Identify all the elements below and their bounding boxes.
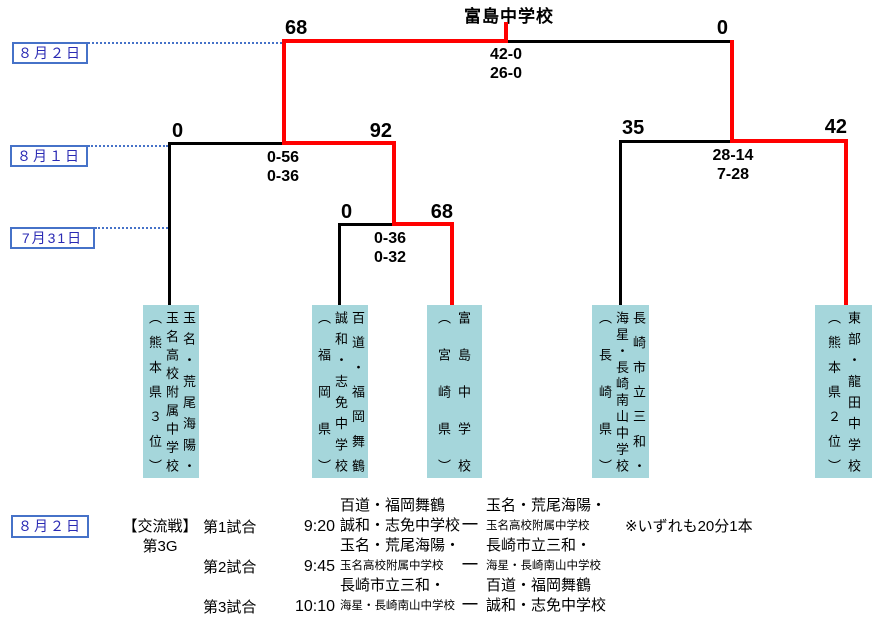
quarterfinal-line-a — [338, 223, 394, 226]
exchange-ground-label: 第3G — [142, 538, 178, 555]
team-name-line: 玉名・荒尾海陽・ — [181, 311, 196, 472]
team4-connector-line — [619, 140, 622, 307]
team-box-tamana-arao: 玉名・荒尾海陽・ 玉名高校附属中学校 （熊本県３位） — [143, 305, 199, 478]
team-box-tomishima: 富島中学校 （宮崎県） — [427, 305, 482, 478]
match3-time: 10:10 — [294, 598, 335, 615]
final-left-score: 68 — [285, 17, 308, 39]
team-region-line: （熊本県３位） — [147, 311, 162, 472]
match3-team-b: 百道・福岡舞鶴 誠和・志免中学校 — [486, 577, 607, 614]
match3-team-a: 長崎市立三和・ 海星・長崎南山中学校 — [340, 577, 455, 612]
team-region-line: （長崎県） — [597, 311, 612, 472]
match1-name: 第1試合 — [203, 519, 257, 536]
team-name-line: 玉名高校附属中学校 — [164, 311, 179, 472]
date-leader-semifinal — [88, 145, 168, 147]
match2-vs-dash: ― — [462, 555, 478, 572]
team-region-line: （福岡県） — [316, 311, 331, 472]
semifinal-left-line-b — [282, 141, 396, 145]
semifinal-right-line-a — [619, 140, 732, 143]
team-name-line: 百道・福岡舞鶴 — [350, 311, 365, 472]
team-name-line: 長崎市立三和・ — [631, 311, 646, 472]
champion-stub-line — [504, 22, 508, 43]
match2-team-b: 長崎市立三和・ 海星・長崎南山中学校 — [486, 537, 601, 572]
team-region-line: （宮崎県） — [436, 311, 451, 472]
semifinal-right-score-b: 42 — [824, 116, 847, 138]
team-name-line: 東部・龍田中学校 — [846, 311, 861, 472]
semifinal-left-score-b: 92 — [369, 120, 392, 142]
semifinal-left-winner-line — [282, 39, 286, 145]
exchange-label: 【交流戦】 — [122, 518, 198, 535]
match3-vs-dash: ― — [462, 595, 478, 612]
quarterfinal-score-a: 0 — [341, 201, 353, 223]
match2-team-a: 玉名・荒尾海陽・ 玉名高校附属中学校 — [340, 537, 461, 572]
final-left-line — [282, 39, 508, 43]
date-leader-quarterfinal — [95, 227, 168, 229]
date-leader-final — [88, 42, 282, 44]
team2-connector-line — [338, 223, 341, 307]
team-name-line: 誠和・志免中学校 — [333, 311, 348, 472]
team-box-tobu-tatsuda: 東部・龍田中学校 （熊本県２位） — [815, 305, 872, 478]
quarterfinal-line-b — [392, 222, 454, 226]
semifinal-left-score-a: 0 — [172, 120, 184, 142]
team-region-line: （熊本県２位） — [826, 311, 841, 472]
semifinal-left-half-scores: 0-56 0-36 — [266, 149, 300, 185]
quarterfinal-half-scores: 0-36 0-32 — [373, 230, 407, 266]
semifinal-left-line-a — [168, 142, 284, 145]
champion-title: 富島中学校 — [464, 7, 554, 26]
team3-connector-line — [450, 222, 454, 307]
match1-team-b: 玉名・荒尾海陽・ 玉名高校附属中学校 — [486, 497, 607, 532]
match2-time: 9:45 — [303, 558, 335, 575]
semifinal-right-winner-line — [730, 40, 734, 143]
match1-team-a: 百道・福岡舞鶴 誠和・志免中学校 — [340, 497, 461, 534]
team-name-line: 海星・長崎南山中学校 — [614, 311, 629, 472]
date-label-final: ８月２日 — [12, 42, 88, 64]
team-name-line: 富島中学校 — [456, 311, 471, 472]
date-label-quarterfinal: 7月31日 — [10, 227, 95, 249]
semifinal-right-score-a: 35 — [622, 117, 645, 139]
match1-time: 9:20 — [303, 518, 335, 535]
duration-note: ※いずれも20分1本 — [625, 518, 753, 535]
date-label-exchange: ８月２日 — [11, 515, 89, 538]
final-right-score: 0 — [716, 17, 728, 39]
final-half-scores: 42-0 26-0 — [489, 46, 523, 82]
quarterfinal-winner-line — [392, 141, 396, 226]
team-box-momochi-seiwa: 百道・福岡舞鶴 誠和・志免中学校 （福岡県） — [312, 305, 368, 478]
match3-name: 第3試合 — [203, 599, 257, 616]
final-right-line — [508, 40, 732, 43]
team-box-nagasaki-sanwa: 長崎市立三和・ 海星・長崎南山中学校 （長崎県） — [592, 305, 649, 478]
team5-connector-line — [844, 139, 848, 307]
team1-connector-line — [168, 142, 171, 307]
quarterfinal-score-b: 68 — [430, 201, 453, 223]
semifinal-right-half-scores: 28-14 7-28 — [712, 147, 754, 183]
match1-vs-dash: ― — [462, 515, 478, 532]
match2-name: 第2試合 — [203, 559, 257, 576]
date-label-semifinal: ８月１日 — [10, 145, 88, 167]
semifinal-right-line-b — [730, 139, 848, 143]
